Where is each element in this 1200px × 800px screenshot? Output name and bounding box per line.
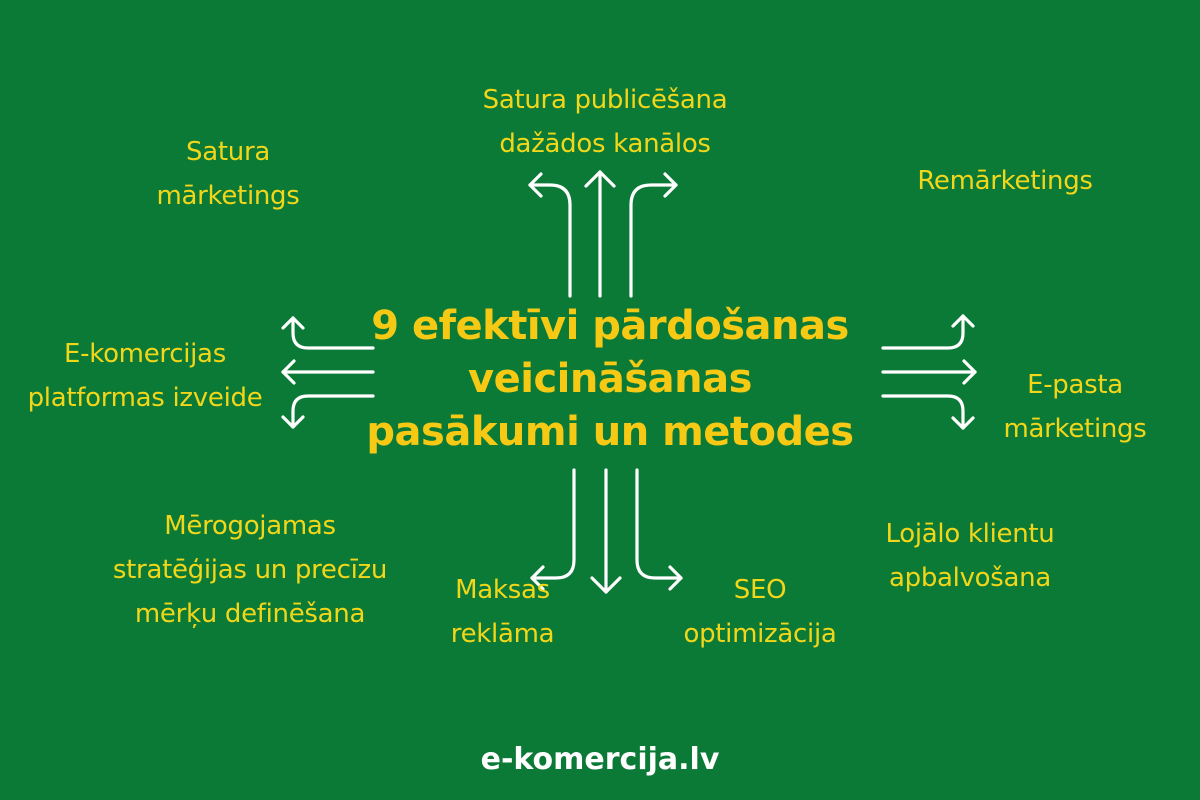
method-remarketing: Remārketings — [880, 159, 1130, 203]
title-line: veicināšanas — [468, 356, 752, 402]
method-loyalty-rewards: Lojālo klientu apbalvošana — [855, 512, 1085, 600]
three-way-arrow-up-icon — [528, 170, 678, 298]
method-multichannel-publishing: Satura publicēšana dažādos kanālos — [430, 78, 780, 166]
method-seo: SEO optimizācija — [660, 568, 860, 656]
method-email-marketing: E-pasta mārketings — [970, 363, 1180, 451]
brand-footer: e-komercija.lv — [480, 742, 720, 777]
method-label-line: Maksas — [455, 575, 550, 605]
method-scalable-strategies: Mērogojamas stratēģijas un precīzu mērķu… — [70, 504, 430, 636]
method-label-line: optimizācija — [683, 619, 837, 649]
method-ecommerce-platform: E-komercijas platformas izveide — [0, 332, 290, 420]
method-label-line: Satura — [186, 137, 270, 167]
method-content-marketing: Satura mārketings — [118, 130, 338, 218]
method-label-line: Lojālo klientu — [885, 519, 1055, 549]
method-label-line: mērķu definēšana — [134, 599, 366, 629]
method-label-line: mārketings — [156, 181, 300, 211]
method-label-line: SEO — [733, 575, 787, 605]
method-label-line: stratēģijas un precīzu — [112, 555, 388, 585]
central-title: 9 efektīvi pārdošanas veicināšanas pasāk… — [330, 300, 890, 459]
method-label-line: Mērogojamas — [164, 511, 336, 541]
three-way-arrow-left-icon — [281, 316, 375, 429]
method-label-line: mārketings — [1003, 414, 1147, 444]
method-label-line: Remārketings — [917, 166, 1093, 196]
method-paid-ads: Maksas reklāma — [420, 568, 585, 656]
title-line: 9 efektīvi pārdošanas — [371, 303, 849, 349]
method-label-line: Satura publicēšana — [482, 85, 728, 115]
method-label-line: dažādos kanālos — [499, 129, 711, 159]
method-label-line: E-pasta — [1027, 370, 1123, 400]
three-way-arrow-right-icon — [881, 314, 977, 430]
method-label-line: apbalvošana — [889, 563, 1051, 593]
method-label-line: E-komercijas — [64, 339, 226, 369]
method-label-line: platformas izveide — [27, 383, 263, 413]
three-way-arrow-down-icon — [530, 468, 683, 594]
method-label-line: reklāma — [450, 619, 555, 649]
title-line: pasākumi un metodes — [366, 409, 854, 455]
